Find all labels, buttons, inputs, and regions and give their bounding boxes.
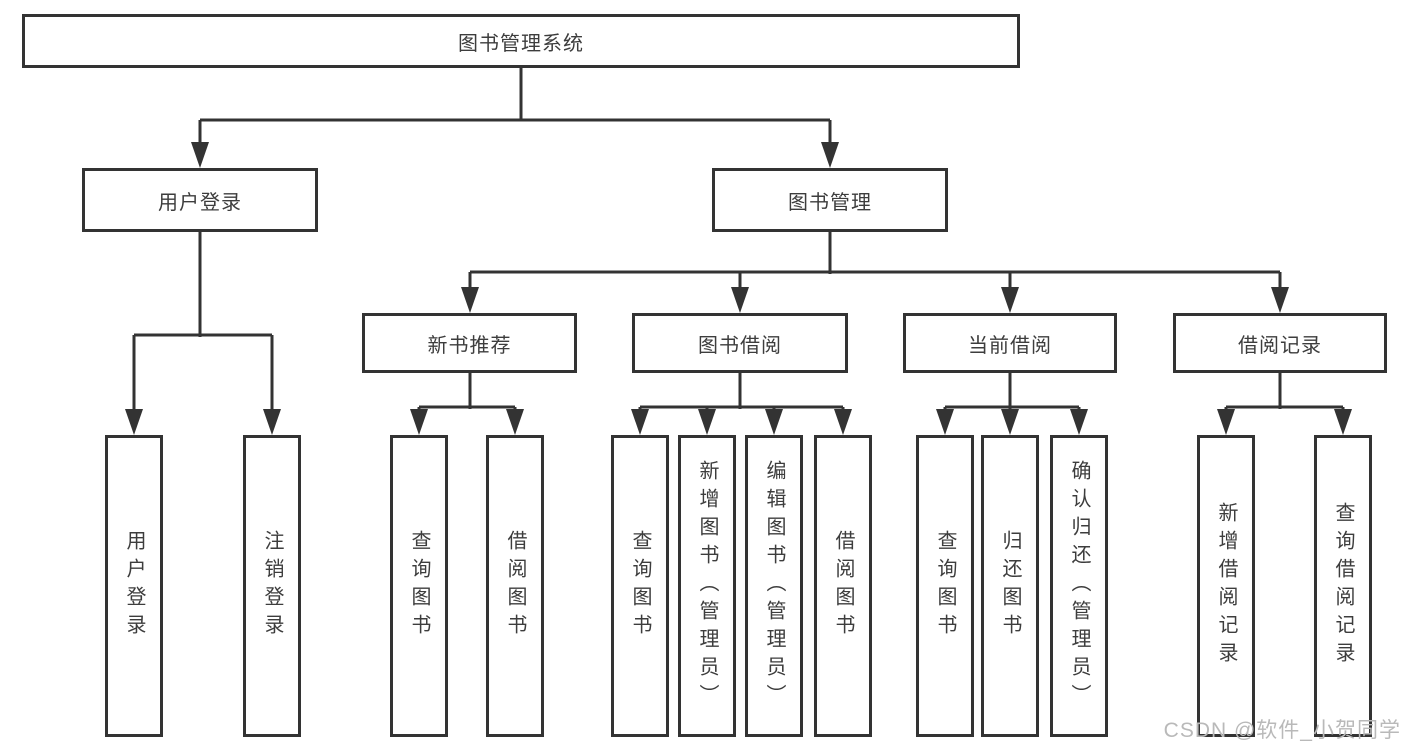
arrow-down-icon bbox=[1217, 409, 1235, 435]
connector-userlogin-to-leaves bbox=[125, 232, 281, 435]
arrow-down-icon bbox=[765, 409, 783, 435]
connector-bookborrow-to-leaves bbox=[631, 373, 852, 435]
leaf-cb-return-books: 归还图书 bbox=[981, 435, 1039, 737]
leaf-logout: 注销登录 bbox=[243, 435, 301, 737]
leaf-nb-borrow-books: 借阅图书 bbox=[486, 435, 544, 737]
leaf-bb-add-books-admin: 新增图书（管理员） bbox=[678, 435, 736, 737]
arrow-down-icon bbox=[1271, 287, 1289, 313]
node-user-login: 用户登录 bbox=[82, 168, 318, 232]
arrow-down-icon bbox=[1001, 409, 1019, 435]
connector-root-to-level2 bbox=[191, 68, 839, 168]
arrow-down-icon bbox=[936, 409, 954, 435]
node-library-management-system: 图书管理系统 bbox=[22, 14, 1020, 68]
watermark-text: CSDN @软件_小贺同学 bbox=[1163, 719, 1401, 742]
arrow-down-icon bbox=[731, 287, 749, 313]
node-book-borrowing: 图书借阅 bbox=[632, 313, 848, 373]
arrow-down-icon bbox=[631, 409, 649, 435]
arrow-down-icon bbox=[191, 142, 209, 168]
leaf-bb-edit-books-admin: 编辑图书（管理员） bbox=[745, 435, 803, 737]
node-book-management: 图书管理 bbox=[712, 168, 948, 232]
node-current-borrowing: 当前借阅 bbox=[903, 313, 1117, 373]
arrow-down-icon bbox=[1070, 409, 1088, 435]
leaf-bb-borrow-books: 借阅图书 bbox=[814, 435, 872, 737]
arrow-down-icon bbox=[1001, 287, 1019, 313]
node-new-book-recommendation: 新书推荐 bbox=[362, 313, 577, 373]
connector-currentborrow-to-leaves bbox=[936, 373, 1088, 435]
arrow-down-icon bbox=[821, 142, 839, 168]
leaf-br-add-record: 新增借阅记录 bbox=[1197, 435, 1255, 737]
leaf-cb-confirm-return-admin: 确认归还（管理员） bbox=[1050, 435, 1108, 737]
leaf-cb-query-books: 查询图书 bbox=[916, 435, 974, 737]
connector-borrowrecords-to-leaves bbox=[1217, 373, 1352, 435]
leaf-br-query-record: 查询借阅记录 bbox=[1314, 435, 1372, 737]
connector-bookmgmt-to-level3 bbox=[461, 232, 1289, 313]
leaf-bb-query-books: 查询图书 bbox=[611, 435, 669, 737]
arrow-down-icon bbox=[506, 409, 524, 435]
connector-newbook-to-leaves bbox=[410, 373, 524, 435]
arrow-down-icon bbox=[698, 409, 716, 435]
arrow-down-icon bbox=[125, 409, 143, 435]
arrow-down-icon bbox=[410, 409, 428, 435]
arrow-down-icon bbox=[461, 287, 479, 313]
leaf-user-login: 用户登录 bbox=[105, 435, 163, 737]
arrow-down-icon bbox=[263, 409, 281, 435]
node-borrowing-records: 借阅记录 bbox=[1173, 313, 1387, 373]
arrow-down-icon bbox=[834, 409, 852, 435]
leaf-nb-query-books: 查询图书 bbox=[390, 435, 448, 737]
arrow-down-icon bbox=[1334, 409, 1352, 435]
